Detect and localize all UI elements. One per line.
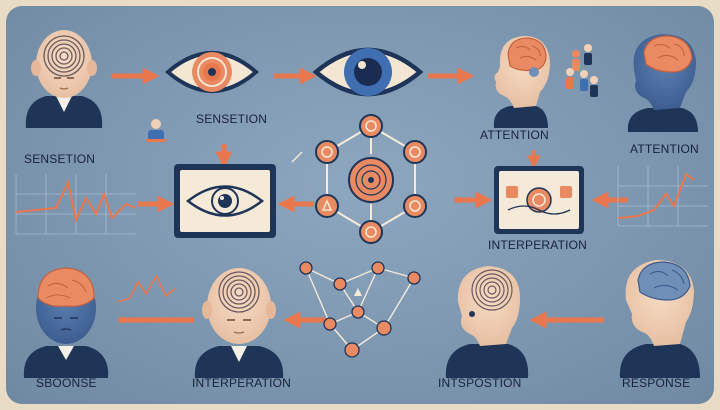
infographic-scene bbox=[15, 30, 708, 378]
sensation-label-left: SENSETION bbox=[24, 152, 96, 166]
chart-icon bbox=[15, 174, 137, 235]
interpretation-label-right: INTERPERATION bbox=[488, 238, 588, 252]
head-icon bbox=[445, 266, 529, 378]
eye-icon bbox=[312, 47, 424, 97]
head-icon bbox=[194, 268, 284, 378]
eye-icon bbox=[164, 51, 260, 93]
interpretation-label-bottom: INTERPERATION bbox=[192, 376, 292, 390]
person-icon bbox=[146, 119, 166, 142]
head-icon bbox=[493, 36, 550, 128]
attention-label-mid: ATTENTION bbox=[480, 128, 549, 142]
chart-icon bbox=[117, 274, 177, 303]
attention-label-right: ATTENTION bbox=[630, 142, 699, 156]
head-icon bbox=[25, 30, 103, 128]
head-icon bbox=[23, 267, 109, 378]
person-icon bbox=[566, 44, 598, 97]
infographic-panel: SENSETION SENSETION ATTENTION ATTENTION … bbox=[6, 6, 714, 404]
response-label-right: RESPONSE bbox=[622, 376, 691, 390]
monitor-icon bbox=[174, 164, 276, 238]
head-icon bbox=[619, 260, 700, 378]
chart-icon bbox=[617, 166, 708, 227]
response-label-left: SBOONSE bbox=[36, 376, 97, 390]
sensation-label-top: SENSETION bbox=[196, 112, 268, 126]
head-icon bbox=[627, 34, 698, 132]
connector-line bbox=[291, 151, 303, 163]
network-icon bbox=[299, 261, 421, 358]
network-icon bbox=[315, 114, 427, 244]
introspection-label: INTSPOSTION bbox=[438, 376, 522, 390]
monitor-icon bbox=[494, 166, 584, 234]
